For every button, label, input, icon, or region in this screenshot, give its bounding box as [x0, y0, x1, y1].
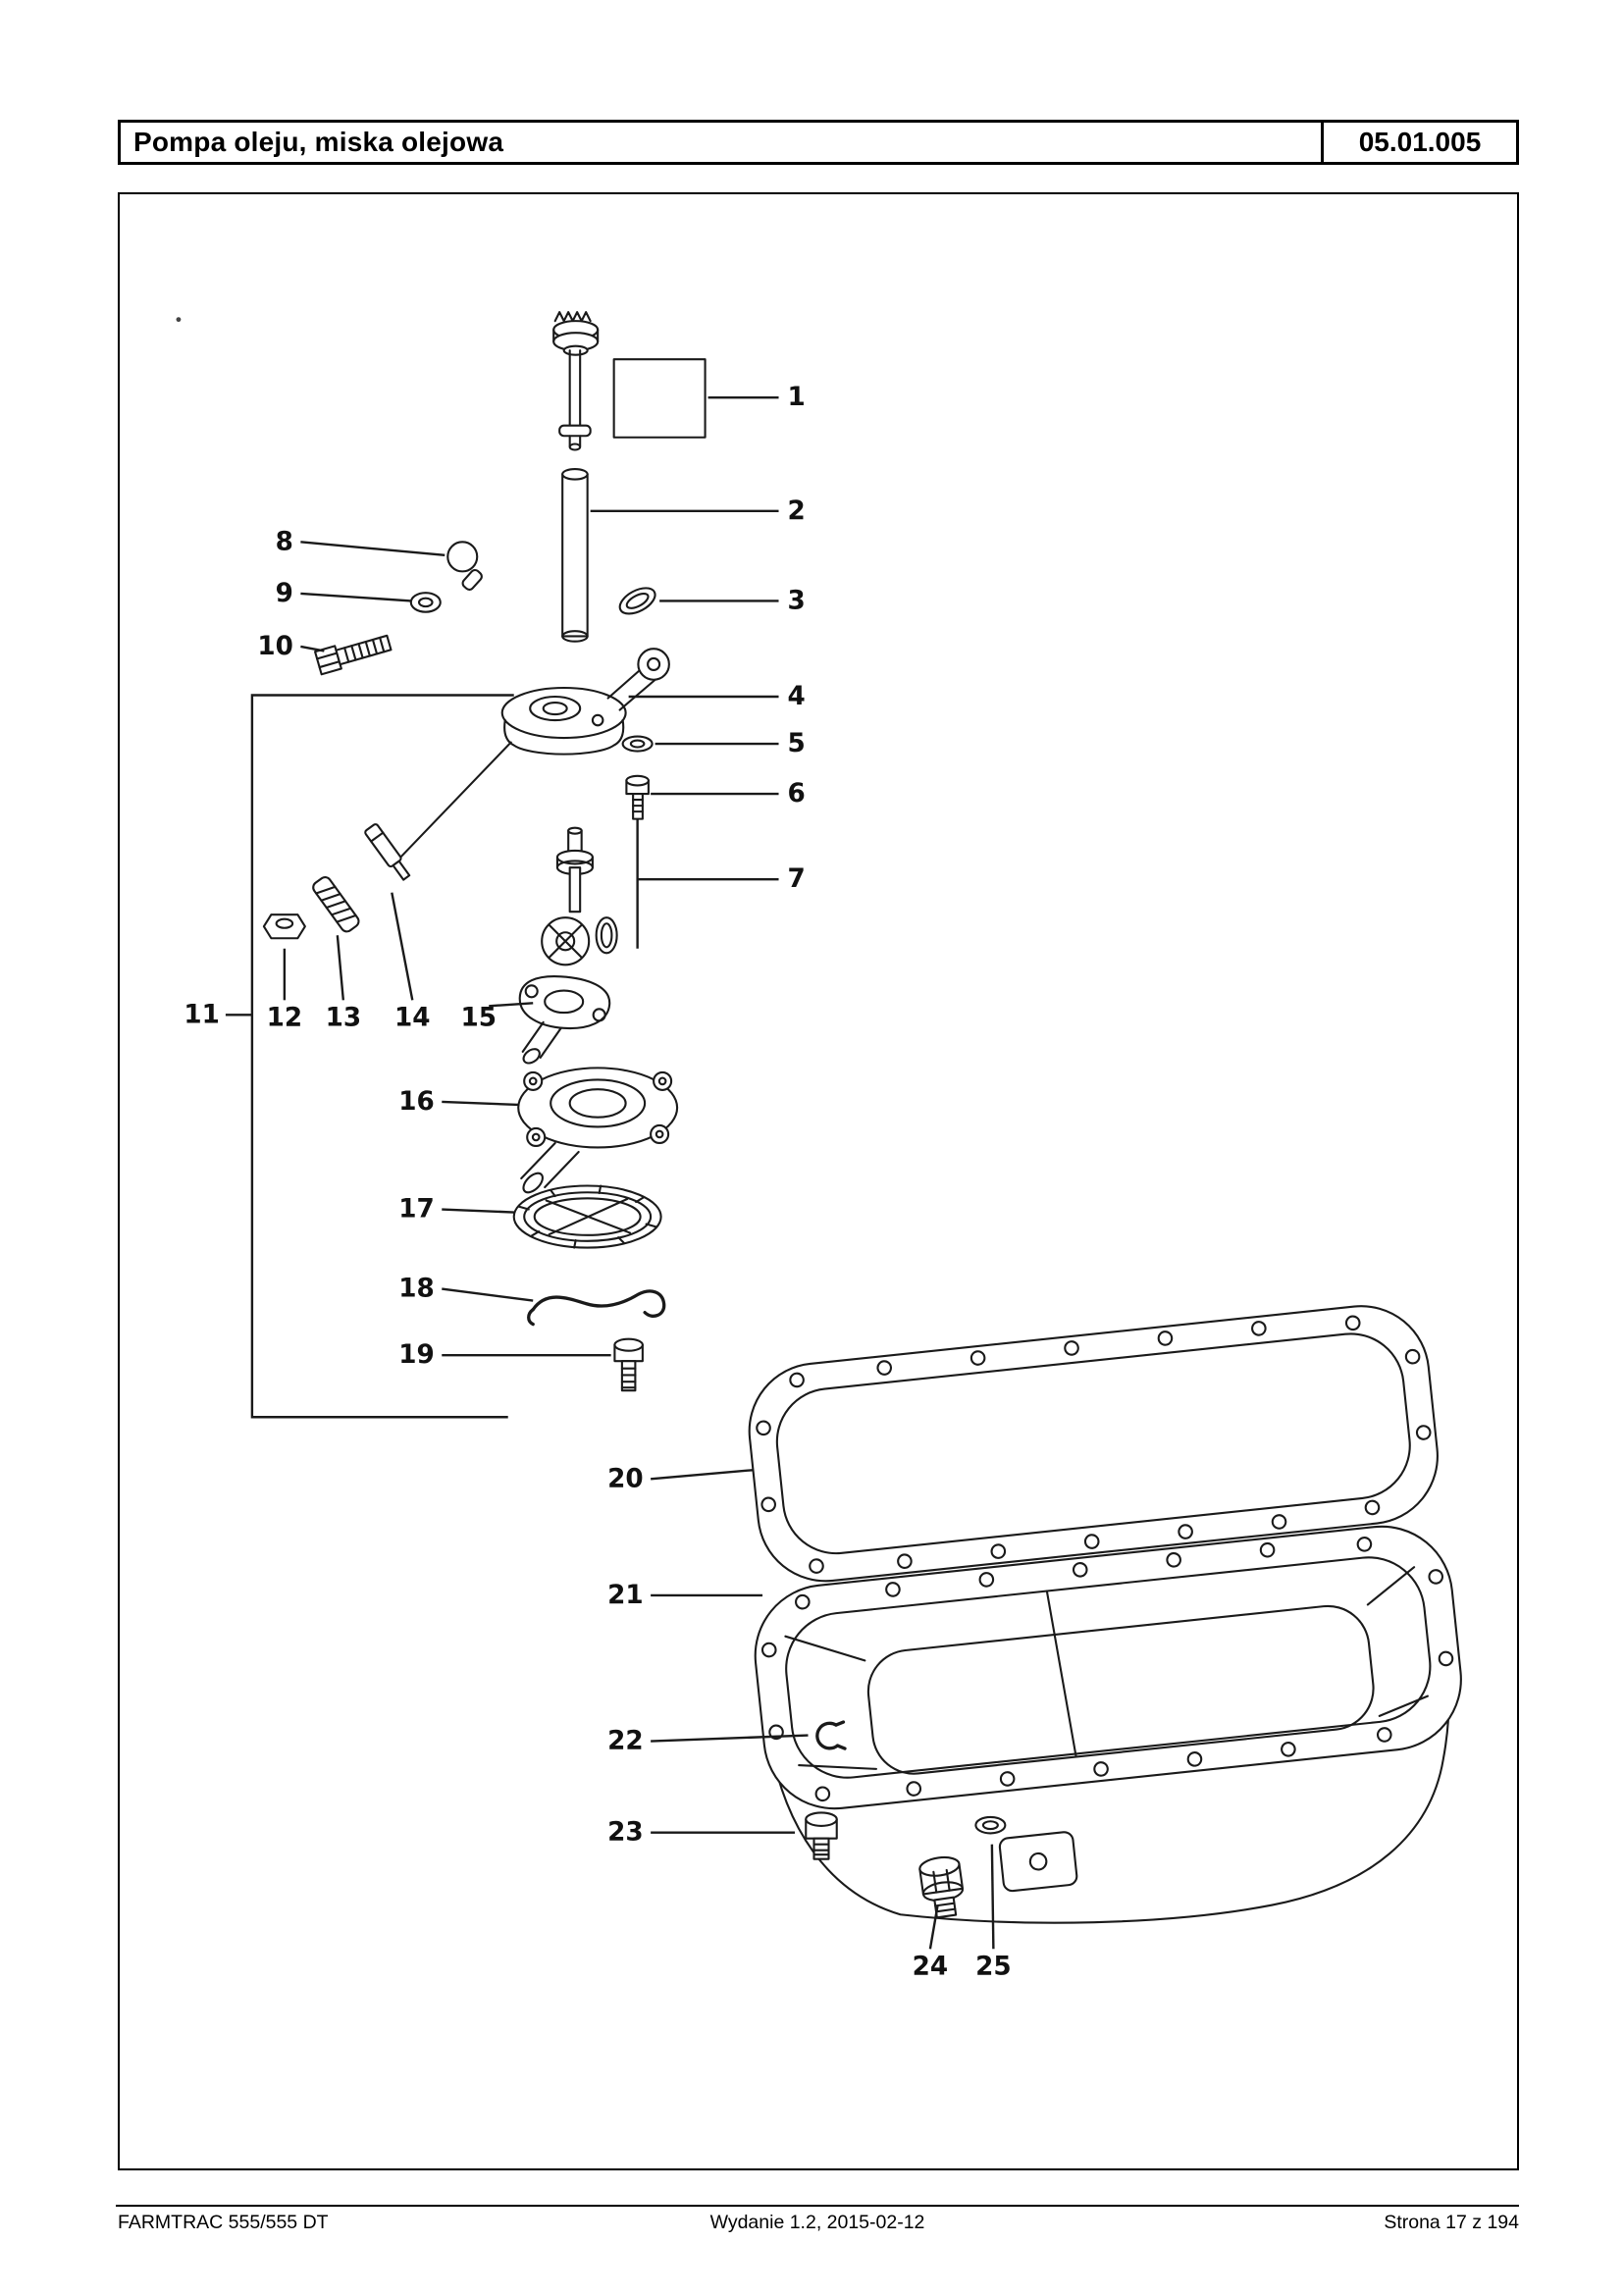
footer-edition: Wydanie 1.2, 2015-02-12 — [709, 2212, 925, 2233]
callout-2: 2 — [590, 496, 806, 526]
callout-16: 16 — [398, 1087, 519, 1117]
part-shaft — [561, 467, 589, 643]
callout-label-5: 5 — [788, 729, 806, 758]
part-spring — [312, 876, 360, 933]
callout-label-20: 20 — [607, 1464, 644, 1493]
callout-label-7: 7 — [788, 864, 806, 894]
callout-19: 19 — [398, 1340, 611, 1370]
callout-label-1: 1 — [788, 383, 806, 412]
callout-label-14: 14 — [394, 1003, 431, 1032]
callout-label-24: 24 — [913, 1952, 949, 1981]
pan-bolt-holes — [760, 1537, 1454, 1802]
callout-10: 10 — [257, 632, 325, 661]
gasket-bolt-holes — [756, 1315, 1432, 1574]
callout-23: 23 — [607, 1818, 796, 1848]
callout-15: 15 — [460, 1002, 534, 1032]
callout-22: 22 — [607, 1727, 809, 1756]
callout-box-1 — [612, 358, 707, 439]
callout-20: 20 — [607, 1464, 753, 1493]
part-bolt-23 — [805, 1811, 838, 1860]
callout-label-9: 9 — [276, 579, 293, 608]
callout-18: 18 — [398, 1275, 534, 1304]
part-plunger — [364, 823, 411, 881]
callout-21: 21 — [607, 1581, 763, 1610]
part-bolt-10 — [314, 634, 393, 676]
callout-label-6: 6 — [788, 779, 806, 808]
part-drive-gear — [552, 311, 707, 451]
part-strainer — [512, 1184, 662, 1249]
callout-7: 7 — [636, 818, 806, 949]
part-washer-5 — [621, 735, 654, 753]
callout-9: 9 — [276, 579, 411, 608]
drain-boss — [998, 1831, 1078, 1893]
part-valve-ball — [446, 541, 483, 591]
part-nut — [262, 913, 306, 940]
part-drain-plug — [918, 1855, 965, 1919]
callout-label-17: 17 — [398, 1195, 435, 1225]
part-oil-pan — [754, 1525, 1462, 1924]
exploded-parts-diagram: 1 2 3 4 5 6 7 8 — [176, 311, 1462, 1981]
callout-label-19: 19 — [398, 1340, 435, 1370]
callout-label-15: 15 — [460, 1003, 497, 1032]
callout-8: 8 — [276, 527, 445, 556]
callout-label-12: 12 — [267, 1003, 303, 1032]
part-snap-ring — [618, 587, 656, 615]
callout-13: 13 — [326, 935, 362, 1032]
part-washer-25 — [974, 1815, 1007, 1835]
part-clip — [815, 1720, 847, 1750]
callout-12: 12 — [267, 948, 303, 1032]
callout-1: 1 — [707, 383, 806, 412]
callout-label-4: 4 — [788, 682, 806, 711]
callout-label-18: 18 — [398, 1275, 435, 1304]
callout-label-10: 10 — [257, 632, 293, 661]
diagram-frame: 1 2 3 4 5 6 7 8 — [118, 192, 1519, 2170]
callout-label-13: 13 — [326, 1003, 362, 1032]
page-footer: FARMTRAC 555/555 DT Wydanie 1.2, 2015-02… — [116, 2212, 1519, 2241]
callout-label-25: 25 — [975, 1952, 1012, 1981]
part-plate-gasket — [518, 975, 611, 1065]
footer-model: FARMTRAC 555/555 DT — [118, 2212, 329, 2233]
assembly-axis-line — [396, 741, 512, 861]
callout-label-3: 3 — [788, 586, 806, 615]
callout-24: 24 — [913, 1905, 949, 1981]
footer-page-number: Strona 17 z 194 — [1384, 2212, 1519, 2233]
callout-label-16: 16 — [398, 1087, 435, 1117]
callout-4: 4 — [628, 682, 806, 711]
section-code: 05.01.005 — [1321, 123, 1516, 162]
part-pump-body — [500, 648, 670, 756]
callout-label-8: 8 — [276, 527, 293, 556]
part-suction-cover — [517, 1067, 679, 1194]
part-bolt-6 — [625, 774, 650, 820]
page-header: Pompa oleju, miska olejowa 05.01.005 — [118, 120, 1519, 165]
callout-11: 11 — [183, 1000, 252, 1029]
callout-3: 3 — [659, 586, 806, 615]
callout-label-22: 22 — [607, 1727, 644, 1756]
footer-divider — [116, 2205, 1519, 2207]
part-sump-gasket — [748, 1305, 1439, 1583]
group-bracket-11 — [250, 694, 514, 1419]
part-retainer-wire — [527, 1289, 666, 1327]
callout-6: 6 — [651, 779, 806, 808]
callout-17: 17 — [398, 1195, 514, 1225]
callout-25: 25 — [975, 1844, 1012, 1981]
print-dot — [176, 317, 182, 323]
part-bolt-19 — [613, 1337, 644, 1392]
callout-label-2: 2 — [788, 496, 806, 526]
page-title: Pompa oleju, miska olejowa — [133, 127, 504, 157]
callout-label-21: 21 — [607, 1581, 644, 1610]
callout-5: 5 — [655, 729, 806, 758]
part-rotor-set — [541, 826, 618, 966]
callout-label-11: 11 — [183, 1000, 220, 1029]
callout-14: 14 — [391, 892, 431, 1032]
callout-label-23: 23 — [607, 1818, 644, 1848]
part-washer-9 — [409, 592, 442, 613]
